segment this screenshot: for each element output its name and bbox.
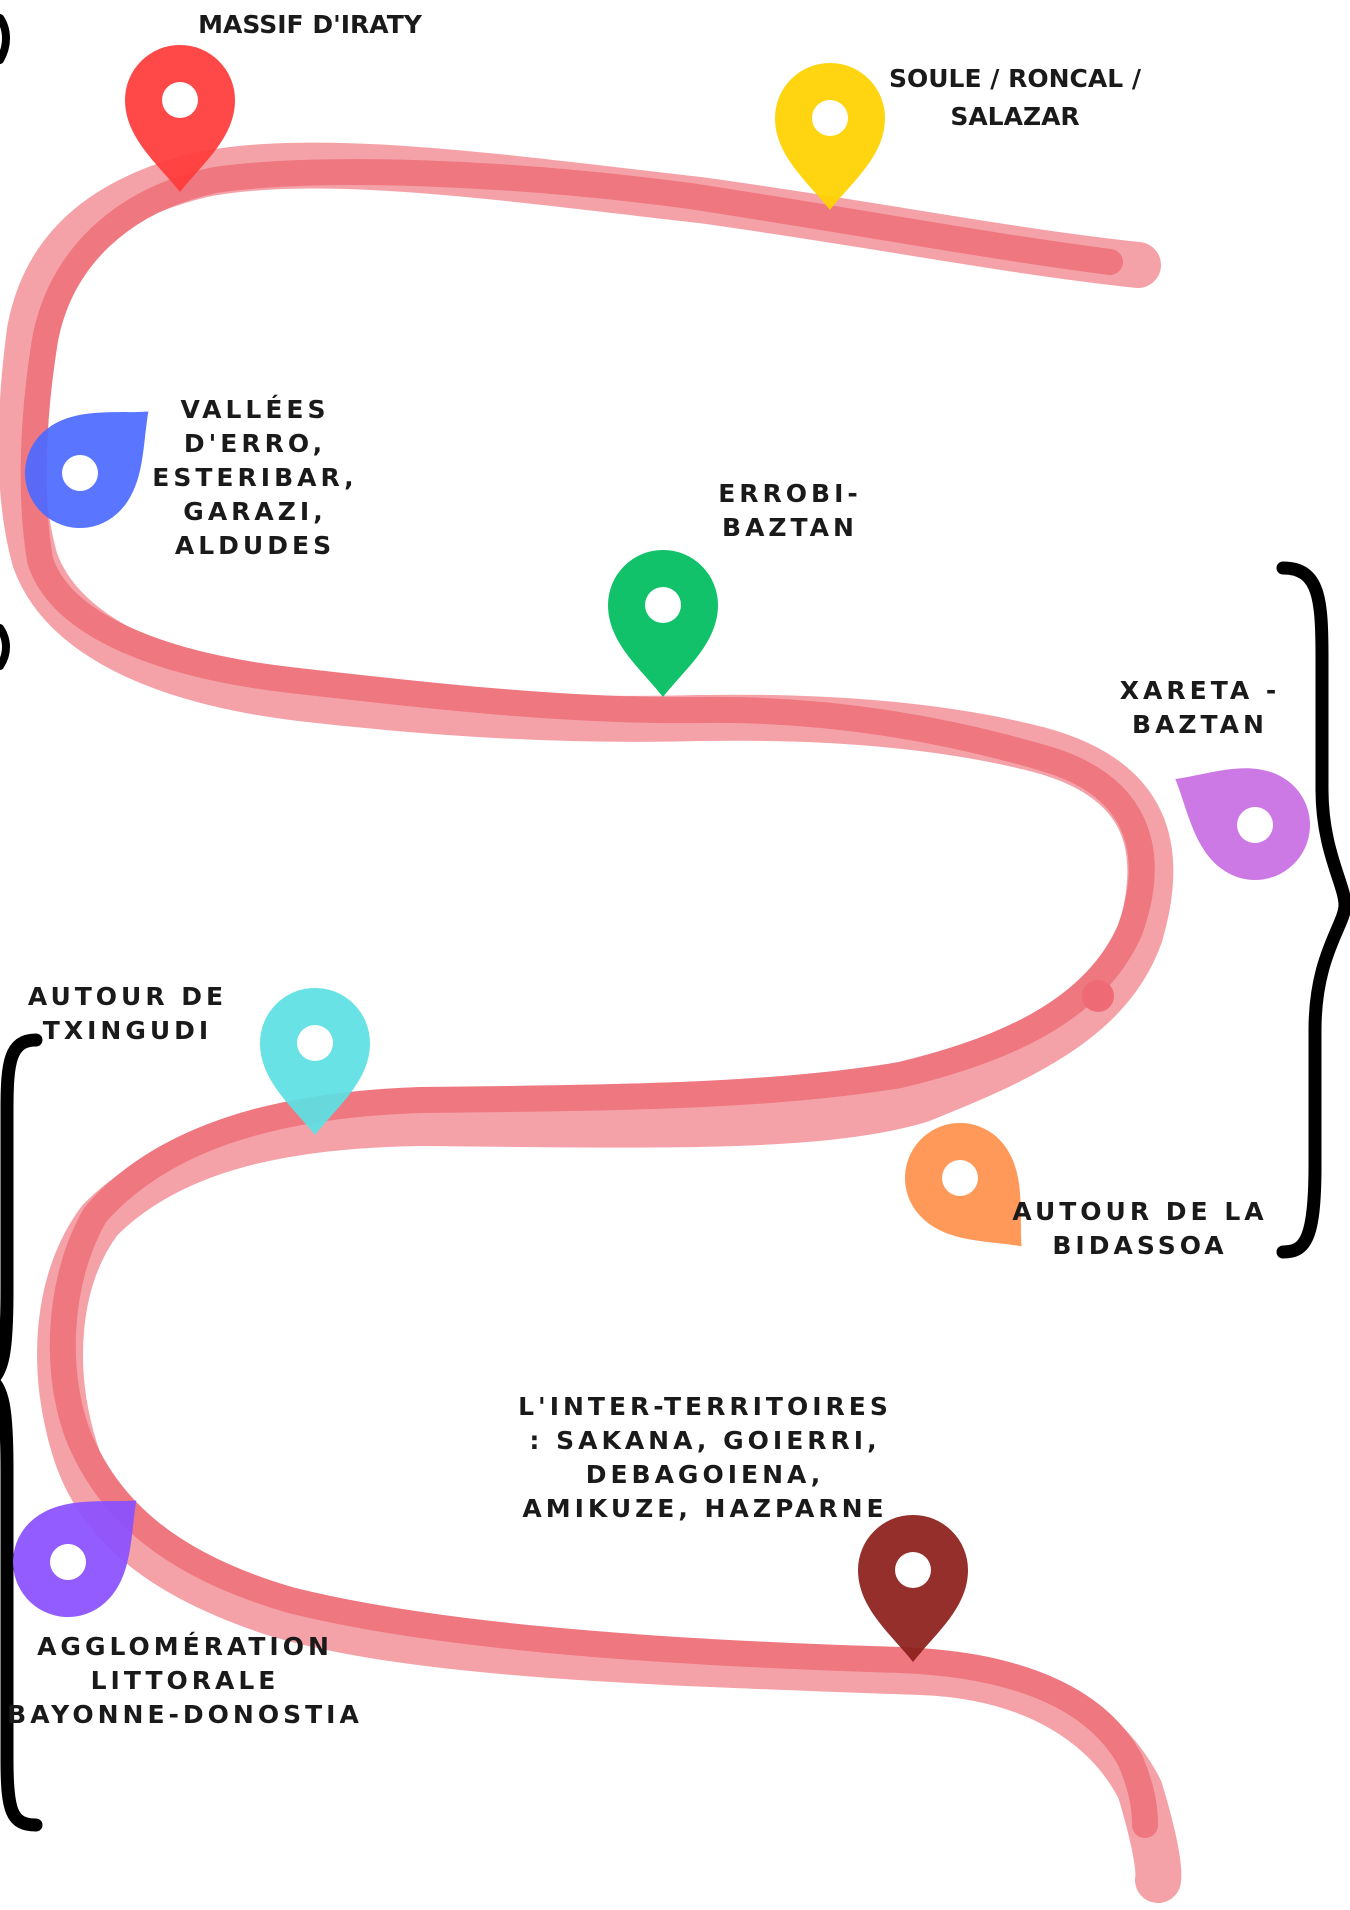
winding-route	[0, 142, 1182, 1903]
map-pin-icon	[124, 44, 235, 192]
pin-hole	[942, 1160, 978, 1196]
pin-hole	[645, 587, 681, 623]
map-pin-icon	[775, 62, 885, 210]
pin-body	[1175, 768, 1310, 880]
label-massif-iraty: MASSIF D'IRATY	[198, 10, 422, 39]
label-autour-txingudi: AUTOUR DE TXINGUDI	[27, 982, 228, 1045]
left-edge-tick-top	[0, 14, 10, 64]
pin-hole	[297, 1025, 333, 1061]
pin-hole	[895, 1552, 931, 1588]
right-brace	[1276, 561, 1350, 1259]
map-pin-icon	[260, 987, 370, 1135]
map-pin-icon	[1175, 768, 1310, 880]
pin-hole	[162, 82, 198, 118]
map-pin-icon	[13, 1500, 137, 1617]
map-pin-icon	[608, 549, 718, 697]
pin-body	[775, 62, 885, 210]
pin-hole	[50, 1544, 86, 1580]
label-inter-territoires: L'INTER-TERRITOIRES : SAKANA, GOIERRI, D…	[518, 1392, 892, 1523]
map-pin-icon	[25, 411, 149, 528]
pin-body	[608, 549, 718, 697]
label-autour-bidassoa: AUTOUR DE LA BIDASSOA	[1012, 1197, 1268, 1260]
route-core	[20, 159, 1158, 1838]
pin-hole	[62, 455, 98, 491]
left-edge-tick-mid	[0, 624, 10, 670]
pin-hole	[812, 100, 848, 136]
pin-body	[260, 987, 370, 1135]
pin-body	[124, 44, 235, 192]
route-dot	[1082, 980, 1114, 1012]
label-errobi-baztan: ERROBI- BAZTAN	[718, 479, 862, 542]
label-xareta-baztan: XARETA - BAZTAN	[1119, 676, 1281, 739]
label-agglomeration: AGGLOMÉRATION LITTORALE BAYONNE-DONOSTIA	[7, 1632, 363, 1729]
markers	[13, 44, 1310, 1662]
left-brace	[0, 1033, 43, 1832]
label-soule-roncal-salazar: SOULE / RONCAL / SALAZAR	[889, 64, 1141, 131]
pin-body	[858, 1514, 968, 1662]
grouping-braces	[0, 14, 1350, 1832]
label-vallees-erro: VALLÉES D'ERRO, ESTERIBAR, GARAZI, ALDUD…	[152, 395, 358, 560]
map-pin-icon	[905, 1123, 1022, 1247]
pin-hole	[1237, 807, 1273, 843]
map-pin-icon	[858, 1514, 968, 1662]
